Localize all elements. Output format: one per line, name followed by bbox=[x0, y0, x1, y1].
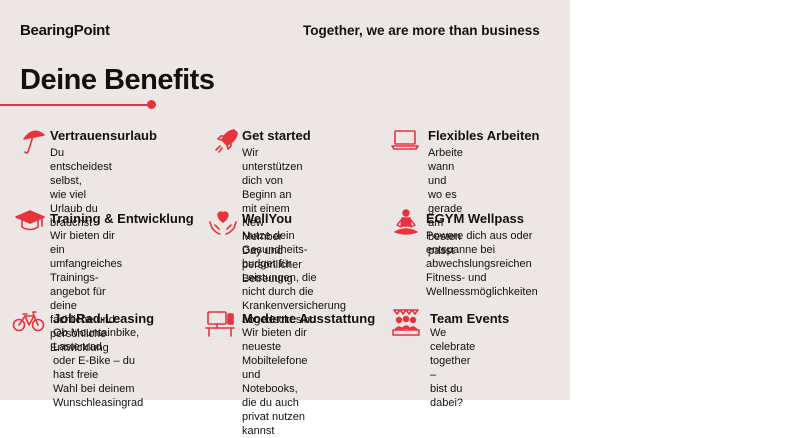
bearingpoint-logo: BearingPoint bbox=[20, 22, 110, 39]
title-underline bbox=[0, 104, 151, 106]
title-underline-dot bbox=[147, 100, 156, 109]
benefit-description: We celebrate together –bist du dabei? bbox=[430, 327, 476, 409]
benefit-title: Training & Entwicklung bbox=[50, 211, 194, 226]
graduation-cap-icon bbox=[14, 208, 45, 234]
meditation-icon bbox=[392, 208, 422, 235]
umbrella-icon bbox=[20, 126, 50, 154]
benefit-description: Nutze dein Gesundheits-budget für Leistu… bbox=[242, 230, 346, 326]
page-title: Deine Benefits bbox=[20, 64, 215, 96]
benefit-title: Flexibles Arbeiten bbox=[428, 128, 540, 143]
tagline: Together, we are more than business bbox=[303, 23, 540, 38]
benefit-title: Vertrauensurlaub bbox=[50, 128, 157, 143]
benefits-panel: BearingPoint Together, we are more than … bbox=[0, 0, 570, 437]
benefit-description: Du entscheidest selbst,wie viel Urlaub d… bbox=[50, 147, 112, 229]
workstation-icon bbox=[204, 308, 235, 337]
benefit-title: WellYou bbox=[242, 211, 293, 226]
benefit-title: Get started bbox=[242, 128, 311, 143]
laptop-icon bbox=[390, 126, 420, 152]
team-celebration-icon bbox=[390, 308, 420, 336]
bicycle-icon bbox=[12, 308, 45, 334]
benefit-title: JobRad-Leasing bbox=[53, 311, 155, 326]
benefit-title: EGYM Wellpass bbox=[426, 211, 525, 226]
rocket-icon bbox=[212, 126, 242, 153]
heart-hands-icon bbox=[208, 208, 238, 235]
benefit-title: Team Events bbox=[430, 311, 510, 326]
benefit-title: Moderne Ausstattung bbox=[242, 311, 376, 326]
